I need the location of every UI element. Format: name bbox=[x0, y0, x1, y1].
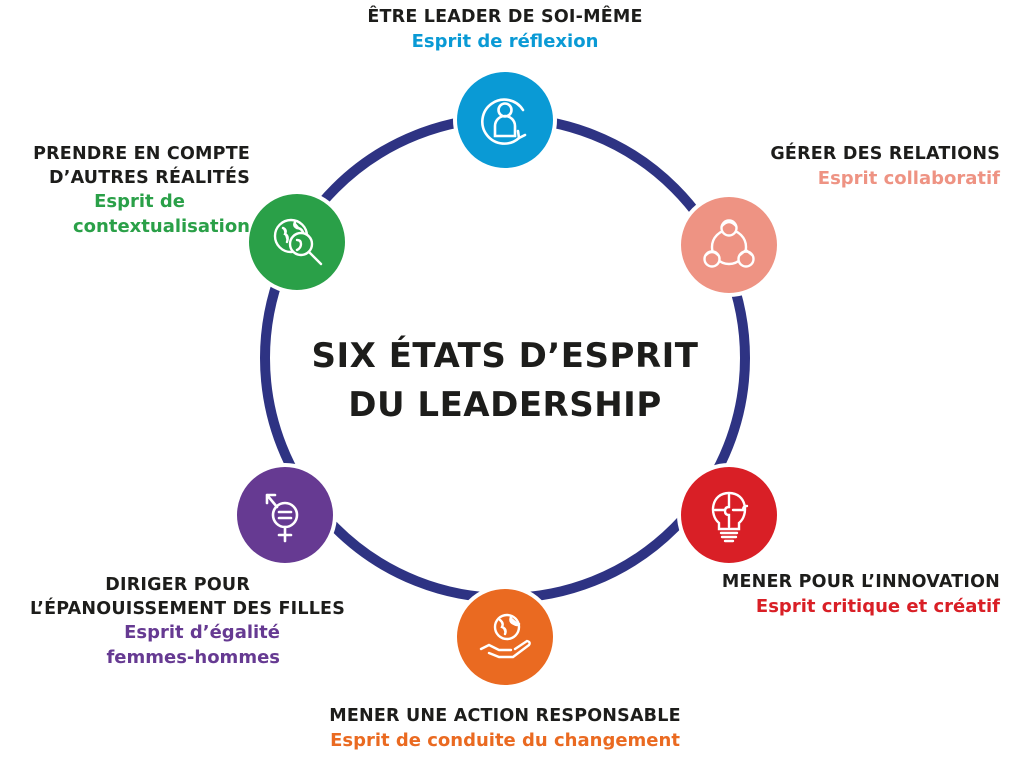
heading-innovation: MENER POUR L’INNOVATION bbox=[721, 572, 1000, 592]
node-responsible bbox=[453, 585, 557, 689]
heading-self: ÊTRE LEADER DE SOI-MÊME bbox=[367, 7, 643, 27]
heading-responsible: MENER UNE ACTION RESPONSABLE bbox=[329, 706, 681, 726]
node-context bbox=[245, 190, 349, 294]
label-innovation: MENER POUR L’INNOVATION Esprit critique … bbox=[680, 571, 1000, 619]
subtitle-gender-line-1: Esprit d’égalité bbox=[124, 622, 280, 644]
diagram-title-line-1: SIX ÉTATS D’ESPRIT bbox=[311, 336, 699, 376]
diagram-title-line-2: DU LEADERSHIP bbox=[348, 385, 662, 426]
person-refresh-icon bbox=[481, 98, 527, 145]
label-gender: DIRIGER POUR L’ÉPANOUISSEMENT DES FILLES… bbox=[0, 574, 345, 670]
heading-gender-line-1: DIRIGER POUR bbox=[105, 575, 250, 595]
label-relations: GÉRER DES RELATIONS Esprit collaboratif bbox=[720, 143, 1000, 191]
heading-context-line-2: D’AUTRES RÉALITÉS bbox=[49, 167, 250, 188]
subtitle-context-line-1: Esprit de bbox=[94, 191, 185, 213]
label-self: ÊTRE LEADER DE SOI-MÊME Esprit de réflex… bbox=[330, 6, 680, 54]
globe-in-hand-icon bbox=[479, 613, 531, 659]
three-people-network-icon bbox=[703, 219, 755, 268]
node-self bbox=[453, 68, 557, 172]
heading-context-line-1: PRENDRE EN COMPTE bbox=[33, 144, 250, 164]
heading-relations: GÉRER DES RELATIONS bbox=[770, 144, 1000, 164]
subtitle-responsible: Esprit de conduite du changement bbox=[330, 729, 680, 751]
heading-gender-line-2-wrap: L’ÉPANOUISSEMENT DES FILLES bbox=[0, 598, 345, 622]
globe-magnifier-icon bbox=[273, 218, 323, 266]
subtitle-relations: Esprit collaboratif bbox=[817, 167, 1000, 189]
diagram-title: SIX ÉTATS D’ESPRIT DU LEADERSHIP bbox=[300, 332, 710, 431]
node-relations bbox=[677, 193, 781, 297]
label-context: PRENDRE EN COMPTE D’AUTRES RÉALITÉS Espr… bbox=[0, 143, 250, 239]
subtitle-gender-line-2: femmes-hommes bbox=[106, 646, 280, 668]
lightbulb-puzzle-icon bbox=[711, 491, 749, 543]
node-innovation bbox=[677, 463, 781, 567]
subtitle-self: Esprit de réflexion bbox=[411, 30, 599, 52]
subtitle-innovation: Esprit critique et créatif bbox=[755, 595, 1000, 617]
heading-gender-line-2: L’ÉPANOUISSEMENT DES FILLES bbox=[29, 598, 345, 619]
subtitle-context-line-2: contextualisation bbox=[73, 215, 250, 237]
gender-equality-icon bbox=[265, 493, 299, 543]
node-gender bbox=[233, 463, 337, 567]
label-responsible: MENER UNE ACTION RESPONSABLE Esprit de c… bbox=[290, 705, 720, 753]
heading-gender: DIRIGER POUR bbox=[0, 574, 345, 598]
